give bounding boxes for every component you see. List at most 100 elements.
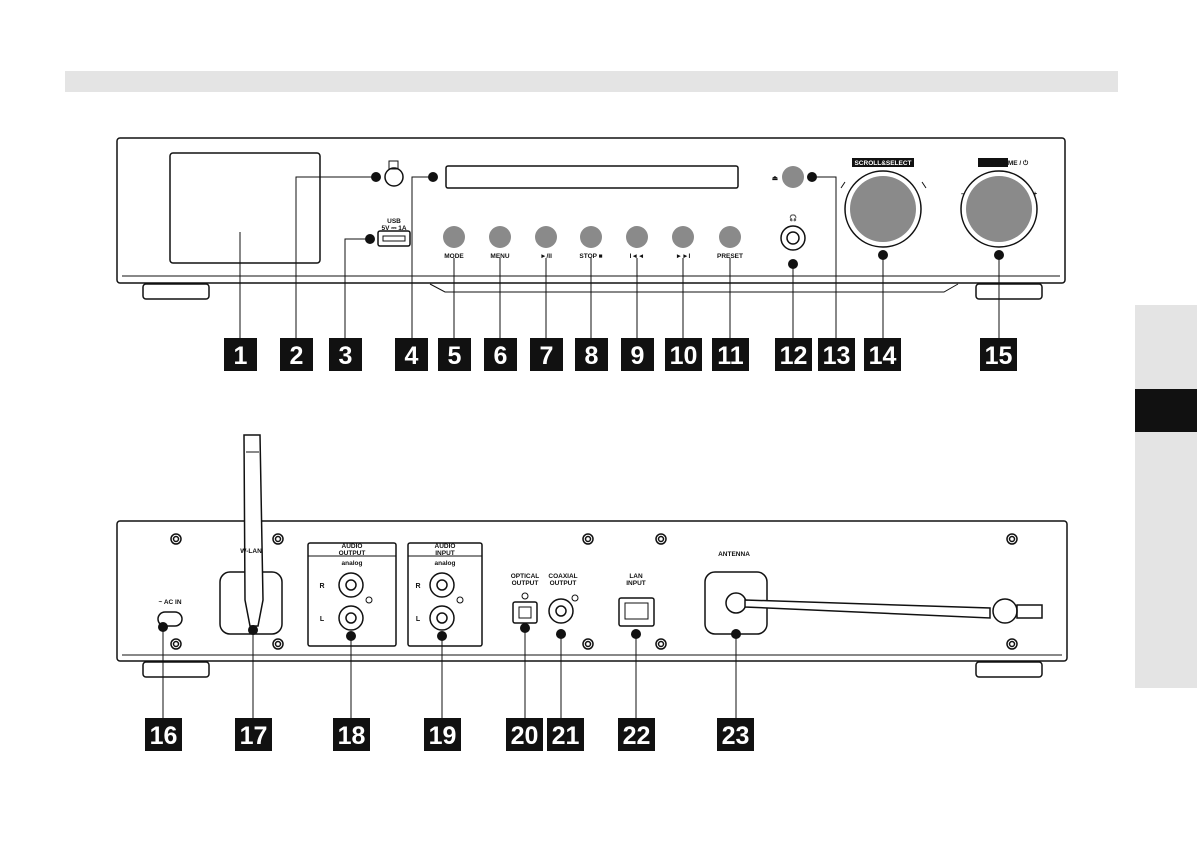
callout-20: 20	[506, 718, 543, 751]
svg-text:4: 4	[405, 342, 419, 370]
callout-17: 17	[235, 718, 272, 751]
coaxial-output-jack	[549, 599, 573, 623]
callout-6: 6	[484, 338, 517, 371]
svg-text:2: 2	[290, 342, 304, 370]
svg-text:22: 22	[623, 722, 651, 750]
play-pause-button	[535, 226, 557, 248]
scroll-select-knob	[850, 176, 916, 242]
coaxial-label-1: COAXIAL	[548, 573, 577, 580]
callout-21: 21	[547, 718, 584, 751]
front-labels: USB 5V ⎓ 1A MODE MENU ►/II STOP ■ I◄◄ ►►…	[381, 158, 1037, 260]
audio-input-l-jack	[430, 606, 454, 630]
prev-button	[626, 226, 648, 248]
audio-input-label-2: INPUT	[435, 550, 455, 557]
svg-text:10: 10	[670, 342, 698, 370]
volume-label: VOLUME / ⏻	[990, 159, 1029, 167]
svg-text:11: 11	[717, 342, 744, 370]
mode-button	[443, 226, 465, 248]
audio-input-r-jack	[430, 573, 454, 597]
callout-18: 18	[333, 718, 370, 751]
svg-text:7: 7	[540, 342, 554, 370]
callout-7: 7	[530, 338, 563, 371]
lan-label-1: LAN	[629, 573, 643, 580]
svg-text:19: 19	[429, 722, 457, 750]
callout-8: 8	[575, 338, 608, 371]
svg-text:20: 20	[511, 722, 539, 750]
rear-callouts: 16 17 18 19 20 21 22 23	[145, 718, 754, 751]
callout-13: 13	[818, 338, 855, 371]
callout-11: 11	[712, 338, 749, 371]
svg-text:14: 14	[869, 342, 897, 370]
callout-4: 4	[395, 338, 428, 371]
audio-output-analog-label: analog	[342, 560, 363, 567]
svg-text:9: 9	[631, 342, 645, 370]
volume-plus-label: +	[1033, 191, 1037, 198]
svg-text:13: 13	[823, 342, 851, 370]
display-window	[170, 153, 320, 263]
rear-panel	[117, 435, 1067, 677]
svg-text:6: 6	[494, 342, 508, 370]
usb-label-top: USB	[387, 218, 401, 225]
audio-output-l-jack	[339, 606, 363, 630]
scroll-select-label: SCROLL&SELECT	[854, 160, 911, 167]
coaxial-label-2: OUTPUT	[550, 580, 577, 587]
audio-output-r-jack	[339, 573, 363, 597]
callout-22: 22	[618, 718, 655, 751]
callout-14: 14	[864, 338, 901, 371]
audio-output-l-label: L	[320, 616, 325, 623]
audio-input-l-label: L	[416, 616, 421, 623]
volume-knob	[966, 176, 1032, 242]
svg-text:21: 21	[552, 722, 580, 750]
antenna-label: ANTENNA	[718, 551, 750, 558]
lan-label-2: INPUT	[626, 580, 646, 587]
lan-input-port	[619, 598, 654, 626]
callout-19: 19	[424, 718, 461, 751]
rear-leaders	[163, 623, 736, 718]
optical-label-2: OUTPUT	[512, 580, 539, 587]
callout-15: 15	[980, 338, 1017, 371]
menu-button	[489, 226, 511, 248]
callout-12: 12	[775, 338, 812, 371]
ac-in-label: ~ AC IN	[158, 599, 181, 606]
audio-output-label-2: OUTPUT	[339, 550, 366, 557]
volume-minus-label: –	[961, 191, 965, 198]
svg-text:3: 3	[339, 342, 353, 370]
callout-10: 10	[665, 338, 702, 371]
svg-text:1: 1	[234, 342, 248, 370]
fm-antenna	[745, 600, 990, 618]
stop-button	[580, 226, 602, 248]
svg-text:17: 17	[240, 722, 268, 750]
optical-label-1: OPTICAL	[511, 573, 540, 580]
audio-input-analog-label: analog	[435, 560, 456, 567]
callout-9: 9	[621, 338, 654, 371]
svg-text:15: 15	[985, 342, 1013, 370]
eject-label: ⏏	[772, 175, 779, 182]
svg-text:5: 5	[448, 342, 462, 370]
standby-button	[385, 168, 403, 186]
callout-2: 2	[280, 338, 313, 371]
svg-text:23: 23	[722, 722, 750, 750]
preset-button	[719, 226, 741, 248]
headphone-label: 🎧	[789, 214, 797, 222]
eject-button	[782, 166, 804, 188]
front-callouts: 1 2 3 4 5 6 7 8 9 10 11 12 13 14 15	[224, 338, 1017, 371]
headphone-jack	[781, 226, 805, 250]
next-button	[672, 226, 694, 248]
svg-text:18: 18	[338, 722, 366, 750]
svg-text:12: 12	[780, 342, 808, 370]
svg-text:8: 8	[585, 342, 599, 370]
audio-output-r-label: R	[319, 583, 324, 590]
wlan-label: W-LAN	[240, 548, 262, 555]
callout-1: 1	[224, 338, 257, 371]
callout-16: 16	[145, 718, 182, 751]
callout-5: 5	[438, 338, 471, 371]
cd-slot	[446, 166, 738, 188]
callout-3: 3	[329, 338, 362, 371]
optical-output-port	[513, 602, 537, 623]
audio-output-label-1: AUDIO	[342, 543, 363, 550]
audio-input-r-label: R	[415, 583, 420, 590]
usb-label-bottom: 5V ⎓ 1A	[381, 225, 406, 232]
svg-text:16: 16	[150, 722, 178, 750]
wlan-antenna	[244, 435, 263, 626]
